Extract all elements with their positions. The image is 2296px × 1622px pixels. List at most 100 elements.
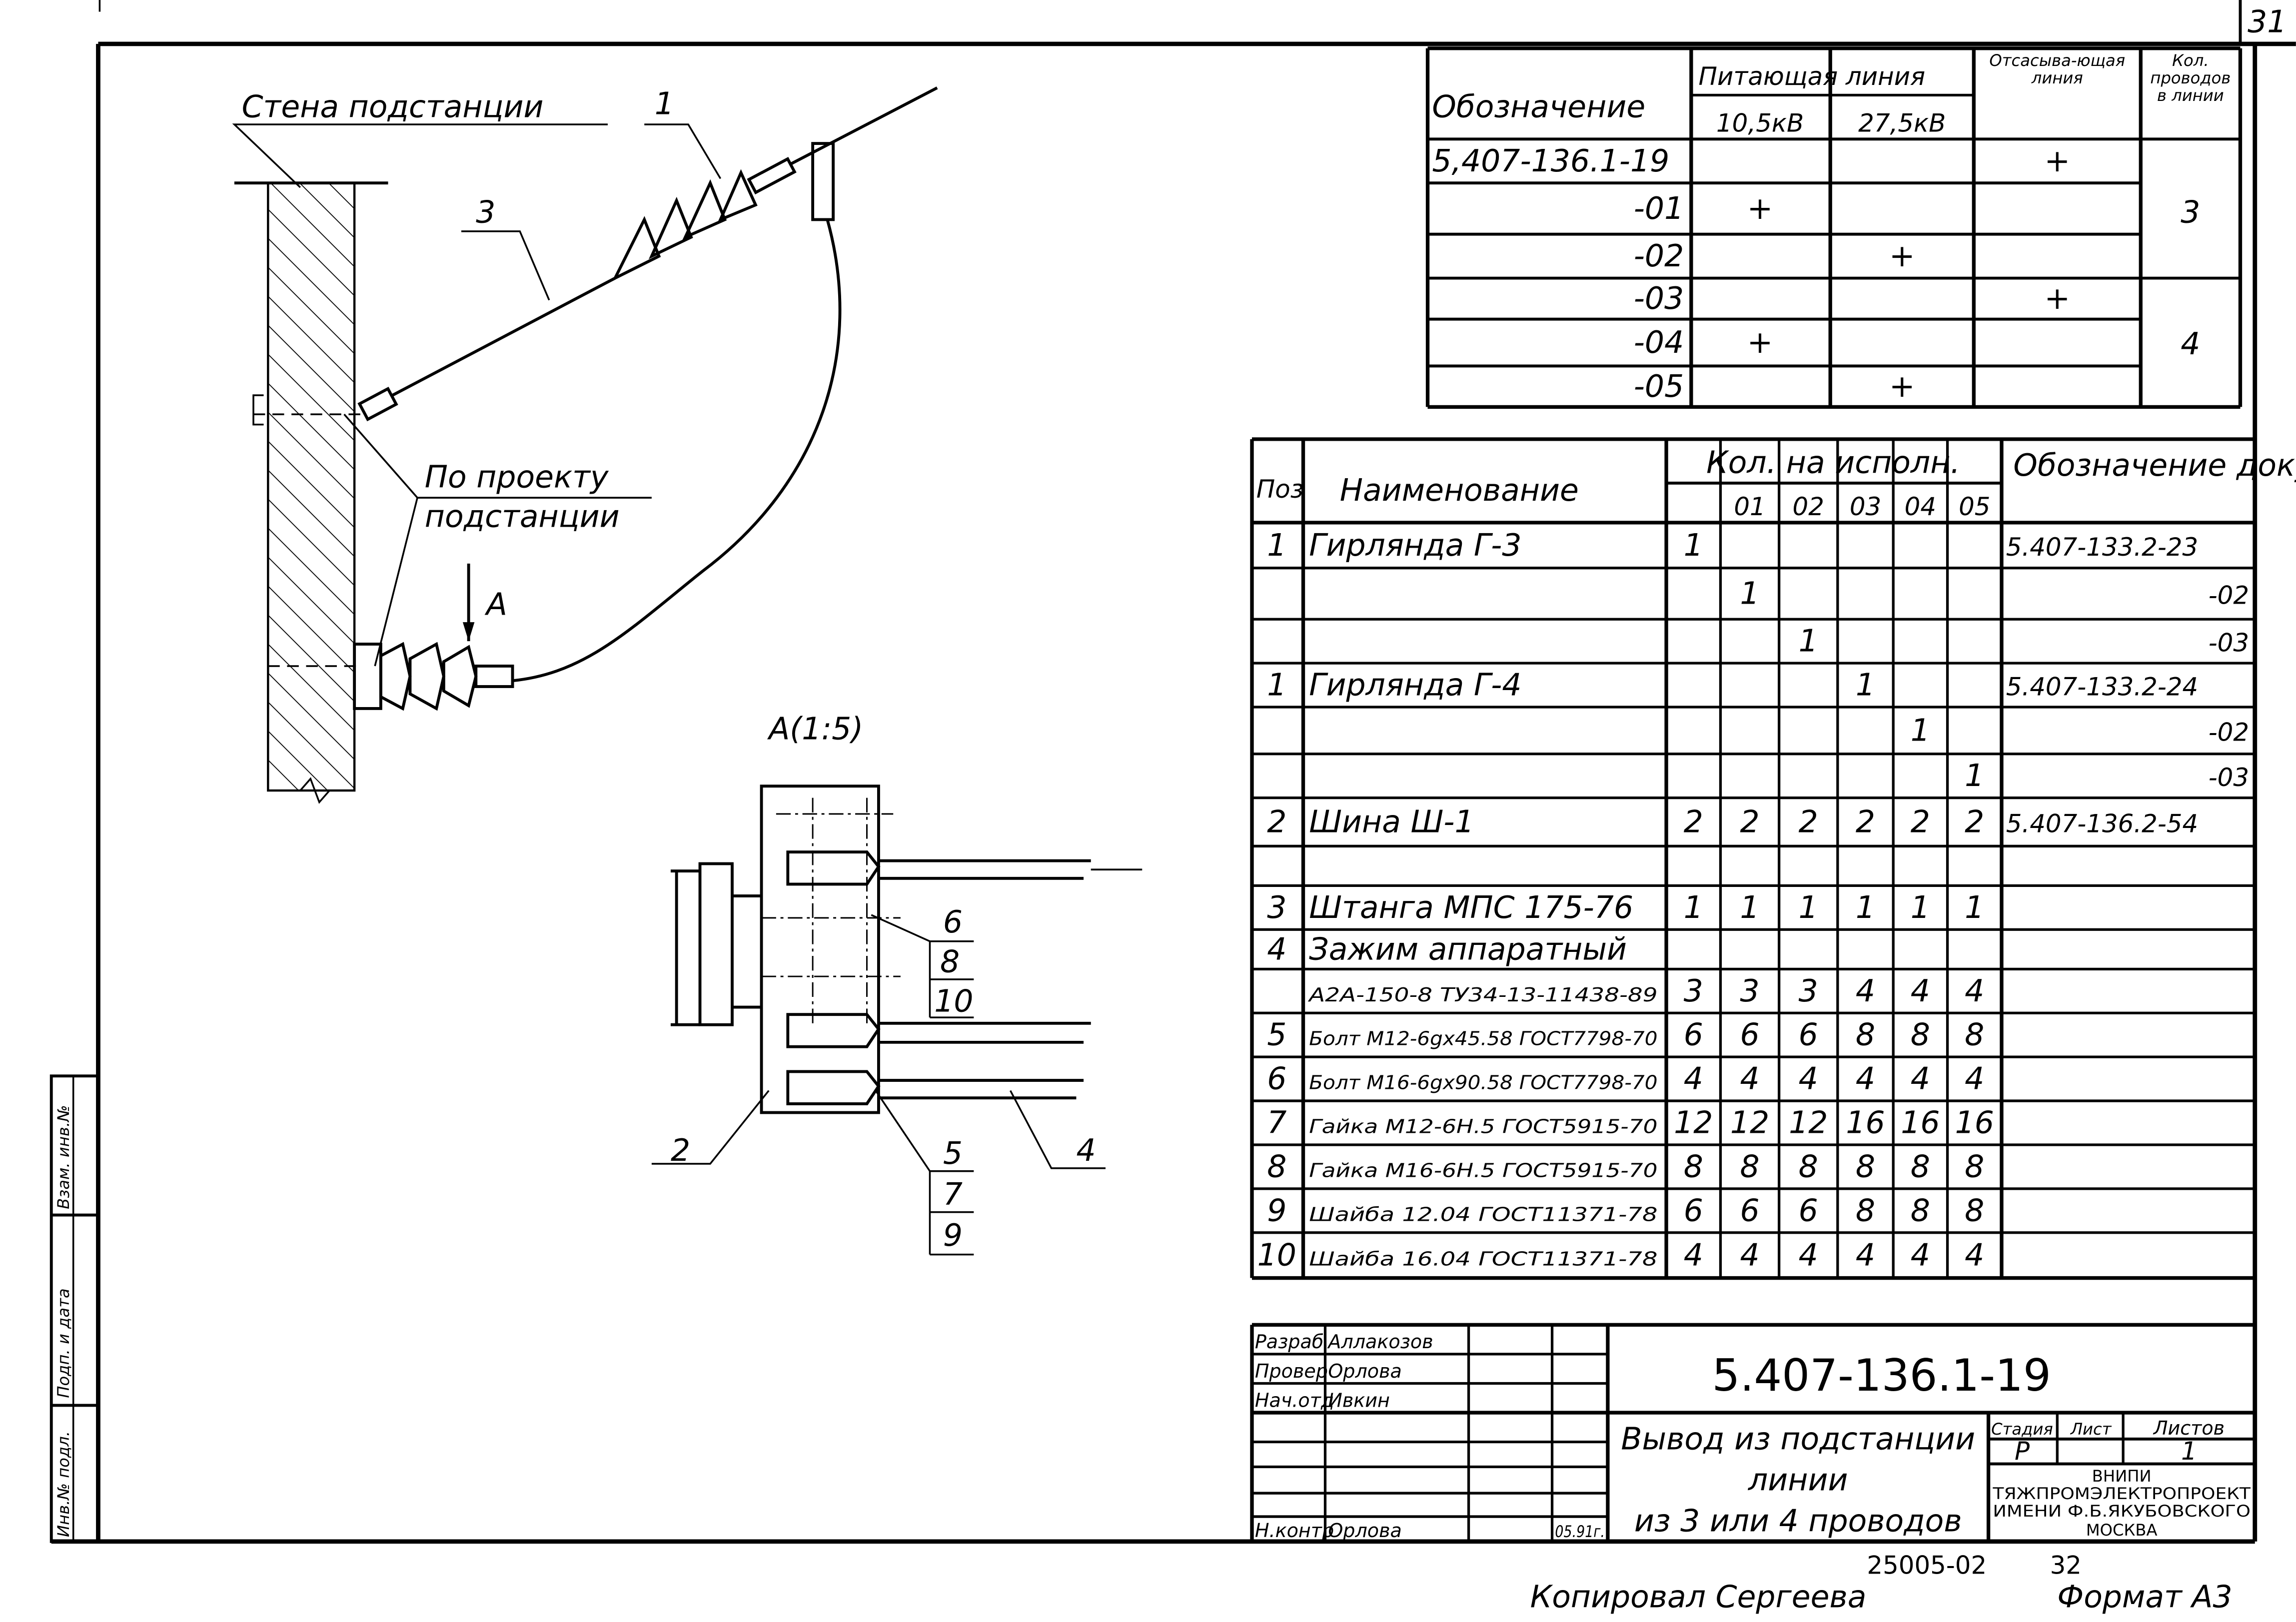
signer-role: Нач.отд [1255, 1389, 1334, 1411]
spec-qty: 4 [1740, 1061, 1759, 1097]
wall-bushing-insulator [353, 642, 514, 711]
wire-count-3: 3 [2181, 194, 2200, 230]
spec-pos: 1 [1267, 527, 1286, 563]
spec-qty: 1 [1740, 575, 1759, 611]
spec-qty: 2 [1965, 804, 1984, 839]
detail-a-drawing: А(1:5) 6 8 10 5 7 9 2 4 [651, 711, 1143, 1256]
organization-name: ТЯЖПРОМЭЛЕКТРОПРОЕКТ [1992, 1484, 2251, 1503]
spec-pos: 7 [1267, 1105, 1286, 1141]
spec-qty: 4 [1740, 1237, 1759, 1273]
rod-anchor [357, 386, 398, 422]
header-10kv: 10,5кВ [1716, 109, 1804, 138]
spec-qty: 6 [1740, 1017, 1759, 1053]
clamp [811, 142, 835, 221]
variants-table: Отсасыва-ющая линия Кол. проводов в лини… [1425, 46, 2243, 409]
by-project-label-2: подстанции [425, 499, 620, 535]
variant-designation: -01 [1634, 190, 1684, 226]
spec-qty: 4 [1856, 1061, 1875, 1097]
spec-qty: 1 [1965, 758, 1984, 794]
header-suction-line-cell: Отсасыва-ющая линия [1989, 52, 2125, 87]
spec-qty: 6 [1799, 1017, 1818, 1053]
stage-label: Стадия [1991, 1420, 2053, 1439]
spec-qty: 8 [1684, 1148, 1703, 1184]
variant-designation: -02 [1634, 238, 1684, 274]
variant-suction-mark: + [2045, 280, 2071, 316]
detail-title: А(1:5) [767, 711, 863, 747]
spec-qty: 4 [1911, 1061, 1930, 1097]
wire-count-4: 4 [2181, 326, 2200, 362]
spec-qty: 6 [1740, 1192, 1759, 1228]
archive-number: 25005-02 [1867, 1551, 1987, 1580]
spec-qty: 1 [1684, 889, 1703, 925]
organization-name: ВНИПИ [2092, 1467, 2152, 1486]
spec-qty: 2 [1740, 804, 1759, 839]
variant-designation: -03 [1634, 280, 1684, 316]
header-wire-count-cell: Кол. проводов в линии [2150, 52, 2231, 105]
variant-10kv-mark: + [1747, 190, 1773, 226]
spec-name: Штанга МПС 175-76 [1309, 889, 1633, 925]
stamp-replace-inv: Взам. инв.№ [54, 1105, 73, 1209]
callout-6: 6 [943, 904, 963, 940]
variant-designation: 5,407-136.1-19 [1432, 143, 1669, 179]
spec-name: Зажим аппаратный [1309, 931, 1627, 967]
stamp-sign-date: Подп. и дата [54, 1288, 73, 1398]
spec-qty: 8 [1911, 1017, 1930, 1053]
variant-designation: -05 [1634, 368, 1684, 404]
spec-pos: 8 [1267, 1148, 1286, 1184]
spec-name: Шина Ш-1 [1309, 804, 1474, 839]
spec-qty: 2 [1799, 804, 1818, 839]
header-pos: Поз [1256, 475, 1303, 504]
organization-name: МОСКВА [2086, 1521, 2158, 1540]
spec-qty: 4 [1799, 1061, 1818, 1097]
spec-pos: 10 [1257, 1237, 1296, 1273]
spec-pos: 6 [1267, 1061, 1286, 1097]
header-designation: Обозначение [1432, 88, 1645, 124]
header-name: Наименование [1340, 472, 1579, 508]
spec-qty: 1 [1911, 889, 1930, 925]
callout-4: 4 [1076, 1132, 1096, 1168]
spec-qty: 4 [1684, 1061, 1703, 1097]
signer-role: Н.контр [1255, 1520, 1334, 1542]
spec-doc: 5.407-133.2-23 [2006, 533, 2198, 562]
spec-qty: 3 [1684, 973, 1703, 1009]
spec-qty: 8 [1799, 1148, 1818, 1184]
callout-9: 9 [943, 1217, 963, 1253]
spec-doc: 5.407-136.2-54 [2006, 809, 2198, 838]
stage-value: Р [2015, 1437, 2030, 1466]
installation-drawing: Стена подстанции 1 3 По проекту подстанц… [232, 86, 938, 804]
header-variant: 02 [1793, 492, 1824, 521]
spec-qty: 8 [1965, 1148, 1984, 1184]
header-doc: Обозначение документа [2013, 447, 2296, 483]
spec-name: Гирлянда Г-3 [1309, 527, 1521, 563]
callout-10: 10 [934, 983, 973, 1019]
spec-doc: -03 [2209, 763, 2249, 792]
spec-qty: 1 [1856, 667, 1875, 703]
spec-qty: 1 [1740, 889, 1759, 925]
spec-qty: 12 [1789, 1105, 1828, 1141]
spec-qty: 16 [1955, 1105, 1994, 1141]
variant-suction-mark: + [2045, 143, 2071, 179]
header-variant: 04 [1905, 492, 1936, 521]
sheet-label: Лист [2070, 1420, 2112, 1439]
spec-qty: 1 [1684, 527, 1703, 563]
spec-qty: 12 [1674, 1105, 1713, 1141]
callout-1: 1 [655, 86, 674, 122]
header-variant: 01 [1734, 492, 1765, 521]
spec-doc: -02 [2209, 581, 2249, 610]
spec-pos: 5 [1267, 1017, 1286, 1053]
callout-7: 7 [943, 1176, 963, 1212]
spec-qty: 8 [1911, 1148, 1930, 1184]
spec-qty: 4 [1965, 1237, 1984, 1273]
spec-qty: 2 [1856, 804, 1875, 839]
spec-name: Гайка М12-6Н.5 ГОСТ5915-70 [1309, 1116, 1657, 1138]
document-title-line: из 3 или 4 проводов [1634, 1503, 1962, 1539]
view-arrow-label: А [484, 586, 507, 622]
spec-qty: 1 [1799, 889, 1818, 925]
spec-qty: 1 [1911, 712, 1930, 748]
spec-qty: 8 [1856, 1017, 1875, 1053]
signer-name: Ивкин [1328, 1389, 1390, 1411]
spec-qty: 1 [1856, 889, 1875, 925]
header-wire-count: Кол. проводов в линии [2150, 52, 2231, 105]
